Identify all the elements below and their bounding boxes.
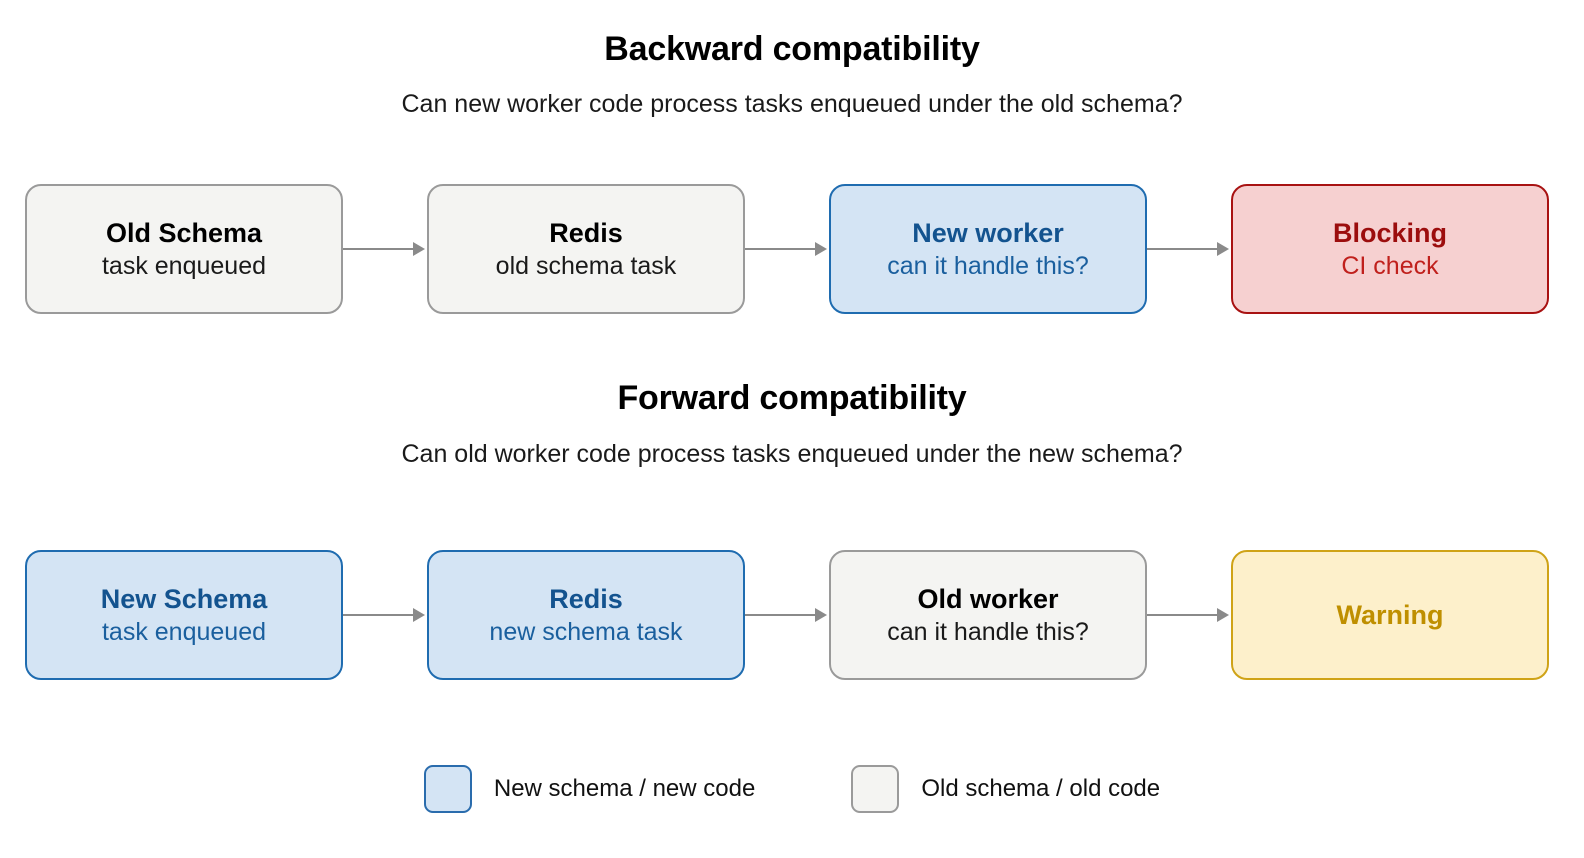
arrow-shaft xyxy=(343,248,415,250)
node-title: Redis xyxy=(549,217,623,248)
arrow-head-icon xyxy=(815,608,827,622)
arrow-head-icon xyxy=(815,242,827,256)
node-subtitle: task enqueued xyxy=(101,617,267,646)
node-new-worker[interactable]: New worker can it handle this? xyxy=(829,184,1147,314)
section-title-backward: Backward compatibility xyxy=(604,30,980,68)
node-old-worker[interactable]: Old worker can it handle this? xyxy=(829,550,1147,680)
flow-row-forward: New Schema task enqueued Redis new schem… xyxy=(0,549,1584,681)
node-old-schema[interactable]: Old Schema task enqueued xyxy=(25,184,343,314)
node-title: Warning xyxy=(1336,599,1444,630)
arrow-head-icon xyxy=(1217,608,1229,622)
node-title: New worker xyxy=(912,217,1064,248)
node-subtitle: new schema task xyxy=(489,617,683,646)
legend-item-new: New schema / new code xyxy=(423,765,756,813)
arrow-head-icon xyxy=(1217,242,1229,256)
arrow-head-icon xyxy=(413,608,425,622)
arrow-old-schema-to-redis xyxy=(343,239,427,259)
node-subtitle: CI check xyxy=(1341,251,1439,280)
arrow-head-icon xyxy=(413,242,425,256)
node-redis-new[interactable]: Redis new schema task xyxy=(427,550,745,680)
legend: New schema / new code Old schema / old c… xyxy=(0,765,1584,813)
section-title-forward: Forward compatibility xyxy=(617,379,967,417)
legend-item-old: Old schema / old code xyxy=(851,765,1160,813)
arrow-new-worker-to-blocking xyxy=(1147,239,1231,259)
arrow-redis-to-new-worker xyxy=(745,239,829,259)
arrow-shaft xyxy=(1147,248,1219,250)
flow-row-backward: Old Schema task enqueued Redis old schem… xyxy=(0,183,1584,315)
node-redis-old[interactable]: Redis old schema task xyxy=(427,184,745,314)
arrow-redis-to-old-worker xyxy=(745,605,829,625)
node-title: Redis xyxy=(549,583,623,614)
node-subtitle: old schema task xyxy=(495,251,677,280)
node-new-schema[interactable]: New Schema task enqueued xyxy=(25,550,343,680)
node-title: Old worker xyxy=(917,583,1059,614)
arrow-old-worker-to-warning xyxy=(1147,605,1231,625)
node-subtitle: can it handle this? xyxy=(887,251,1089,280)
section-subtitle-backward: Can new worker code process tasks enqueu… xyxy=(401,90,1183,118)
legend-label-old: Old schema / old code xyxy=(921,775,1161,802)
arrow-shaft xyxy=(343,614,415,616)
legend-swatch-blue-icon xyxy=(423,765,472,813)
node-title: Old Schema xyxy=(105,217,263,248)
arrow-shaft xyxy=(745,248,817,250)
arrow-shaft xyxy=(745,614,817,616)
node-subtitle: task enqueued xyxy=(101,251,267,280)
legend-swatch-grey-icon xyxy=(851,765,900,813)
node-warning[interactable]: Warning xyxy=(1231,550,1549,680)
section-subtitle-forward: Can old worker code process tasks enqueu… xyxy=(401,440,1183,468)
legend-label-new: New schema / new code xyxy=(493,775,756,802)
node-subtitle: can it handle this? xyxy=(887,617,1089,646)
arrow-new-schema-to-redis xyxy=(343,605,427,625)
arrow-shaft xyxy=(1147,614,1219,616)
node-blocking-ci-check[interactable]: Blocking CI check xyxy=(1231,184,1549,314)
node-title: Blocking xyxy=(1332,217,1447,248)
node-title: New Schema xyxy=(100,583,268,614)
